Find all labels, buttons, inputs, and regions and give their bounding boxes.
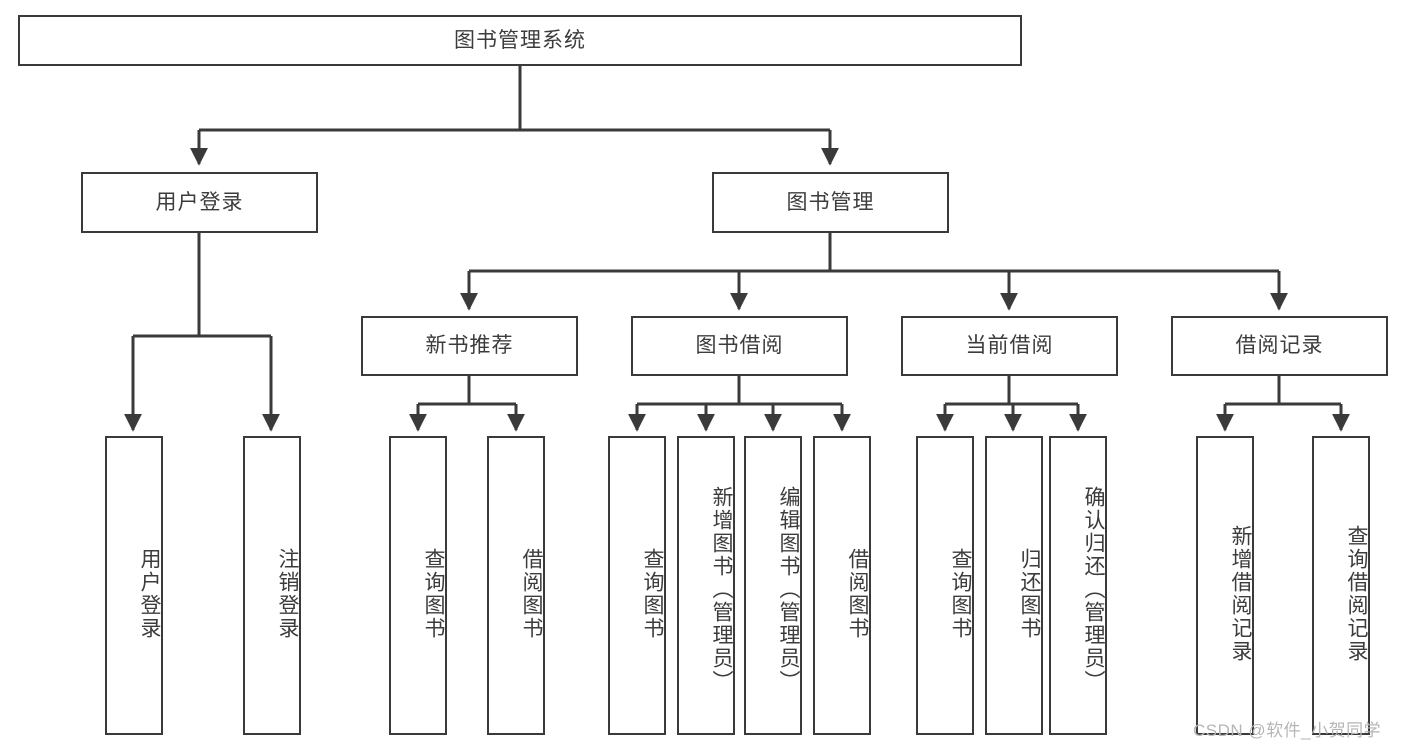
leaf-logout[interactable]: 注销登录	[243, 436, 301, 735]
node-borrow-record[interactable]: 借阅记录	[1171, 316, 1388, 376]
leaf-add-book-admin[interactable]: 新增图书（管理员）	[677, 436, 735, 735]
leaf-query-book-recommend[interactable]: 查询图书	[389, 436, 447, 735]
leaf-borrow-book-recommend[interactable]: 借阅图书	[487, 436, 545, 735]
leaf-borrow-book[interactable]: 借阅图书	[813, 436, 871, 735]
node-book-borrow[interactable]: 图书借阅	[631, 316, 848, 376]
leaf-query-book-borrow[interactable]: 查询图书	[608, 436, 666, 735]
leaf-return-book[interactable]: 归还图书	[985, 436, 1043, 735]
leaf-user-login[interactable]: 用户登录	[105, 436, 163, 735]
node-current-borrow[interactable]: 当前借阅	[901, 316, 1118, 376]
csdn-watermark: CSDN @软件_小贺同学	[1193, 721, 1382, 740]
leaf-edit-book-admin[interactable]: 编辑图书（管理员）	[744, 436, 802, 735]
leaf-query-book-current[interactable]: 查询图书	[916, 436, 974, 735]
node-root-system[interactable]: 图书管理系统	[18, 15, 1022, 66]
leaf-query-borrow-record[interactable]: 查询借阅记录	[1312, 436, 1370, 735]
node-new-book-recommend[interactable]: 新书推荐	[361, 316, 578, 376]
node-user-login[interactable]: 用户登录	[81, 172, 318, 233]
leaf-confirm-return-admin[interactable]: 确认归还（管理员）	[1049, 436, 1107, 735]
leaf-add-borrow-record[interactable]: 新增借阅记录	[1196, 436, 1254, 735]
node-book-management[interactable]: 图书管理	[712, 172, 949, 233]
